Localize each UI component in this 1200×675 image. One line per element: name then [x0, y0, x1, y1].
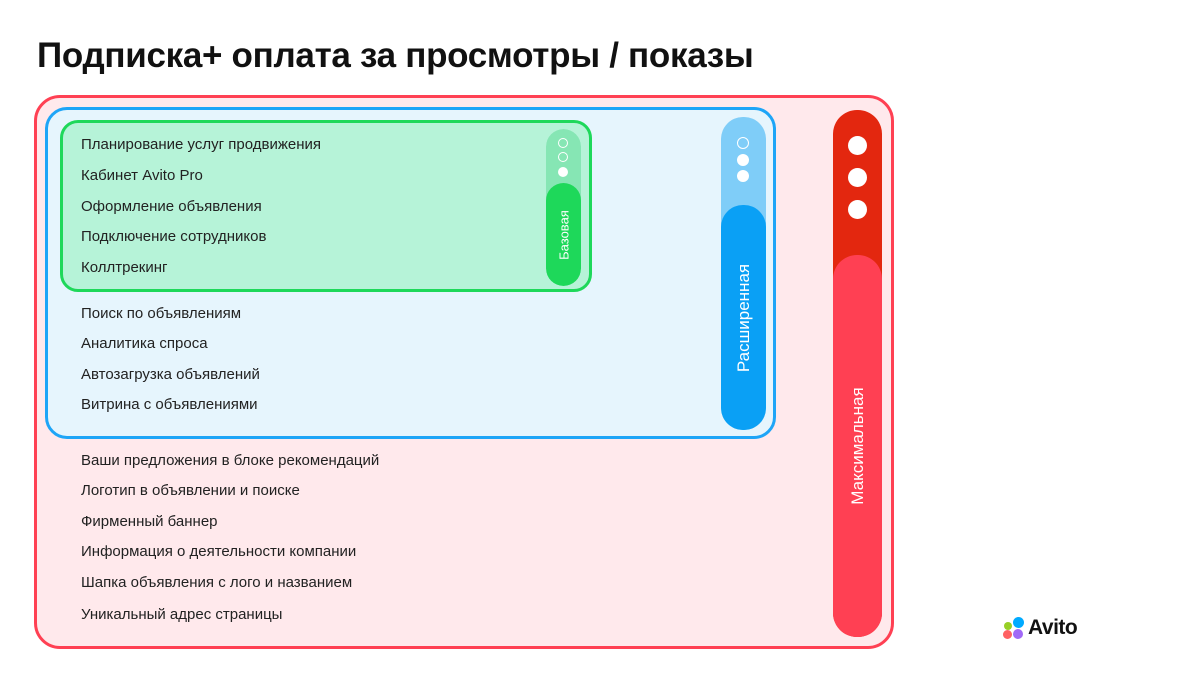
tier-extended-label: Расширенная [733, 263, 753, 372]
level-dot-filled-icon [737, 170, 749, 182]
avito-logo-icon [1003, 617, 1025, 639]
page-title: Подписка+ оплата за просмотры / показы [37, 36, 754, 75]
feature-item: Коллтрекинг [81, 259, 168, 276]
feature-item: Шапка объявления с лого и названием [81, 574, 353, 591]
tier-maximum-label: Максимальная [847, 387, 867, 505]
feature-item: Планирование услуг продвижения [81, 136, 321, 153]
feature-item: Автозагрузка объявлений [81, 366, 260, 383]
tier-maximum-pill: Максимальная [833, 110, 882, 637]
level-dot-filled-icon [848, 200, 867, 219]
tier-extended-pill: Расширенная [721, 117, 766, 430]
tier-base-container [60, 120, 592, 292]
feature-item: Фирменный баннер [81, 513, 218, 530]
level-dot-filled-icon [848, 136, 867, 155]
feature-item: Витрина с объявлениями [81, 396, 258, 413]
level-dot-empty-icon [737, 137, 749, 149]
feature-item: Кабинет Avito Pro [81, 167, 203, 184]
tier-base-pill: Базовая [546, 129, 581, 286]
level-dot-empty-icon [558, 138, 568, 148]
feature-item: Аналитика спроса [81, 335, 208, 352]
feature-item: Уникальный адрес страницы [81, 606, 283, 623]
avito-logo: Avito [1003, 615, 1078, 641]
avito-logo-text: Avito [1028, 616, 1078, 639]
feature-item: Информация о деятельности компании [81, 543, 357, 560]
feature-item: Логотип в объявлении и поиске [81, 482, 300, 499]
feature-item: Оформление объявления [81, 198, 262, 215]
level-dot-empty-icon [558, 152, 568, 162]
tier-base-label: Базовая [556, 209, 571, 260]
level-dot-filled-icon [737, 154, 749, 166]
feature-item: Поиск по объявлениям [81, 305, 242, 322]
level-dot-filled-icon [558, 167, 568, 177]
feature-item: Подключение сотрудников [81, 228, 267, 245]
feature-item: Ваши предложения в блоке рекомендаций [81, 452, 380, 469]
level-dot-filled-icon [848, 168, 867, 187]
